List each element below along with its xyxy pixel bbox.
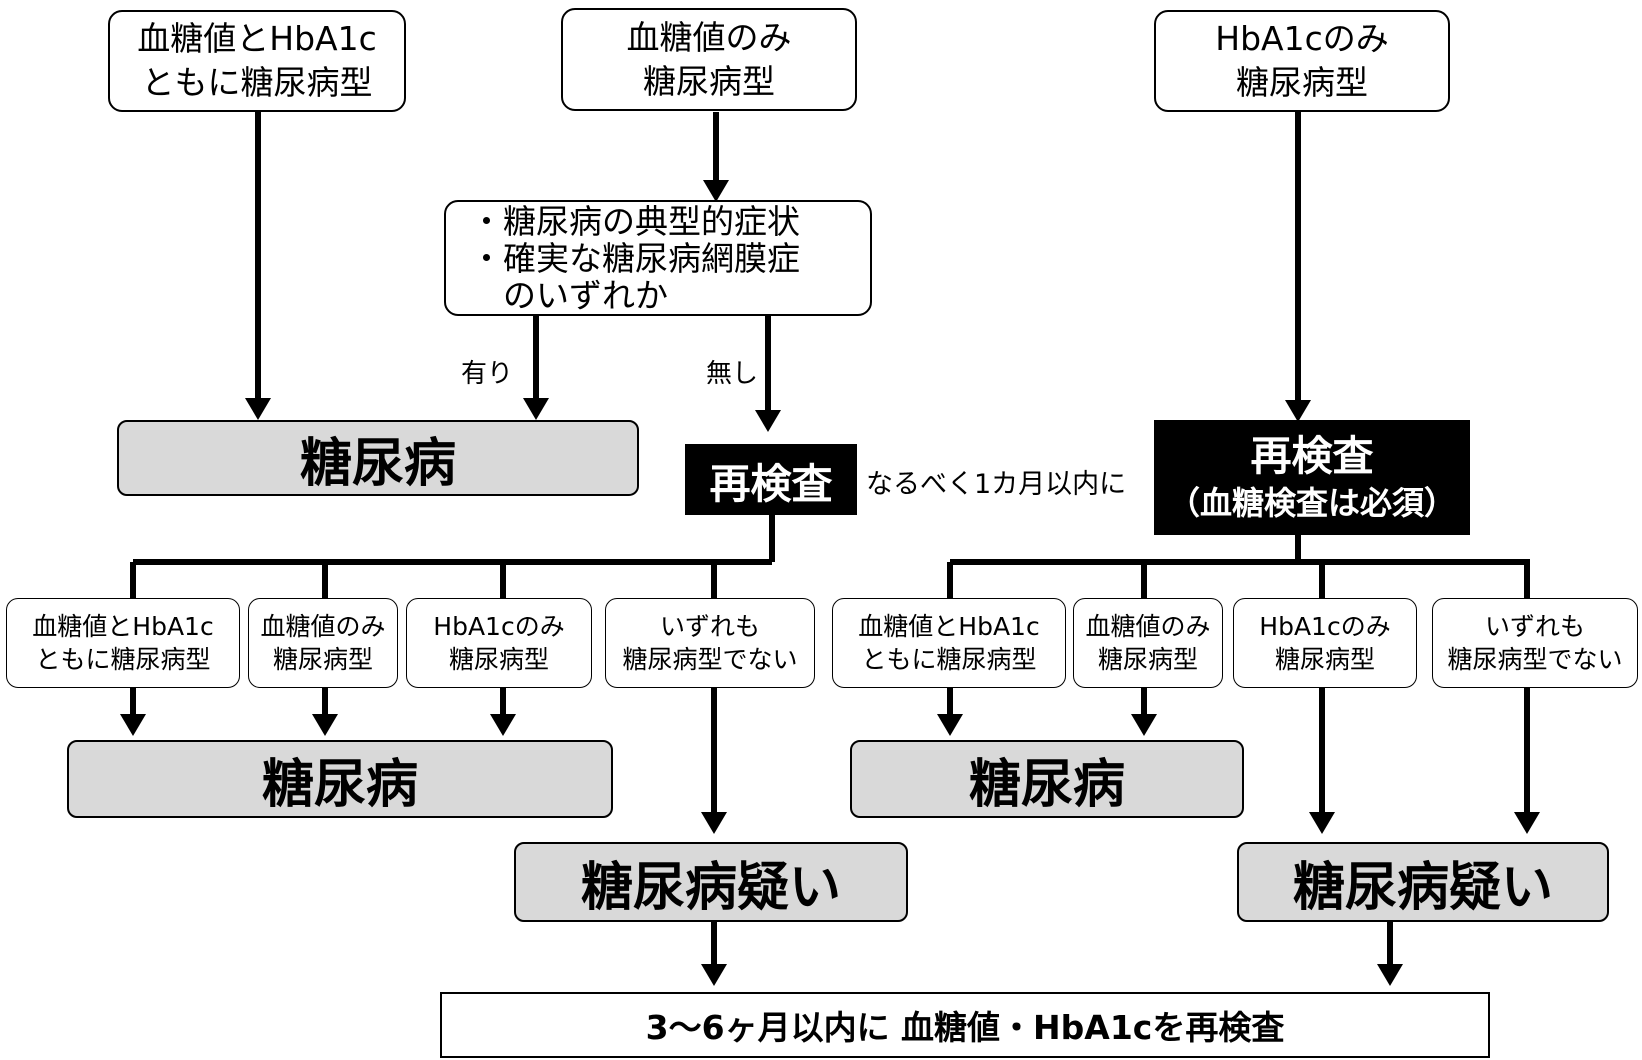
suspected-text-right: 糖尿病疑い: [1292, 857, 1553, 918]
top-both-line1: 血糖値とHbA1c: [137, 19, 377, 58]
left-hba1c-line2: 糖尿病型: [448, 645, 549, 674]
right-hba1c-line1: HbA1cのみ: [1259, 612, 1391, 641]
right-result-neither: いずれも糖尿病型でない: [1432, 598, 1638, 688]
right-neither-line2: 糖尿病型でない: [1447, 645, 1623, 674]
diagnosis-text-1: 糖尿病: [299, 433, 456, 494]
left-both-line2: ともに糖尿病型: [35, 645, 211, 674]
top-hba1c-only-box: HbA1cのみ糖尿病型: [1154, 10, 1450, 112]
retest-box-right: 再検査 （血糖検査は必須）: [1154, 420, 1470, 535]
top-hba1c-line1: HbA1cのみ: [1215, 19, 1389, 58]
top-hba1c-line2: 糖尿病型: [1235, 63, 1368, 102]
left-result-neither: いずれも糖尿病型でない: [605, 598, 815, 688]
left-neither-line1: いずれも: [659, 612, 760, 641]
top-both-line2: ともに糖尿病型: [141, 63, 373, 102]
retest-box-left: 再検査: [685, 444, 857, 515]
right-glucose-line1: 血糖値のみ: [1085, 612, 1211, 641]
right-neither-line1: いずれも: [1484, 612, 1585, 641]
diagnosis-box-2: 糖尿病: [67, 740, 613, 818]
retest-left-text: 再検査: [709, 459, 833, 508]
label-yes: 有り: [461, 359, 514, 389]
arrowheads: [120, 180, 1540, 986]
right-both-line2: ともに糖尿病型: [861, 645, 1037, 674]
top-glucose-only-box: 血糖値のみ糖尿病型: [561, 8, 857, 111]
left-hba1c-line1: HbA1cのみ: [433, 612, 565, 641]
condition-line3: のいずれか: [470, 275, 668, 315]
diagnosis-text-3: 糖尿病: [968, 754, 1125, 815]
condition-line1: ・糖尿病の典型的症状: [470, 201, 800, 241]
diagnosis-box-3: 糖尿病: [850, 740, 1244, 818]
top-both-box: 血糖値とHbA1c ともに糖尿病型: [108, 10, 406, 112]
top-glucose-line1: 血糖値のみ: [626, 17, 792, 57]
right-result-both: 血糖値とHbA1c ともに糖尿病型: [832, 598, 1066, 688]
label-no: 無し: [706, 359, 759, 389]
left-glucose-line2: 糖尿病型: [272, 645, 373, 674]
top-glucose-line2: 糖尿病型: [643, 61, 775, 101]
final-retest-text: 3〜6ヶ月以内に 血糖値・HbA1cを再検査: [645, 1008, 1285, 1047]
label-within-month: なるべく1カ月以内に: [866, 469, 1127, 500]
left-result-hba1c-only: HbA1cのみ糖尿病型: [406, 598, 592, 688]
final-retest-box: 3〜6ヶ月以内に 血糖値・HbA1cを再検査: [440, 992, 1490, 1058]
left-glucose-line1: 血糖値のみ: [260, 612, 386, 641]
diagnosis-text-2: 糖尿病: [261, 754, 418, 815]
suspected-box-left: 糖尿病疑い: [514, 842, 908, 922]
right-both-line1: 血糖値とHbA1c: [858, 612, 1040, 641]
retest-right-title: 再検査: [1250, 431, 1374, 480]
suspected-text-left: 糖尿病疑い: [580, 857, 841, 918]
right-result-glucose-only: 血糖値のみ糖尿病型: [1073, 598, 1223, 688]
right-hba1c-line2: 糖尿病型: [1274, 645, 1375, 674]
suspected-box-right: 糖尿病疑い: [1237, 842, 1609, 922]
retest-right-sub: （血糖検査は必須）: [1167, 483, 1456, 522]
right-glucose-line2: 糖尿病型: [1097, 645, 1198, 674]
condition-line2: ・確実な糖尿病網膜症: [470, 238, 800, 278]
left-result-glucose-only: 血糖値のみ糖尿病型: [248, 598, 398, 688]
left-both-line1: 血糖値とHbA1c: [32, 612, 214, 641]
left-neither-line2: 糖尿病型でない: [622, 645, 798, 674]
right-result-hba1c-only: HbA1cのみ糖尿病型: [1233, 598, 1417, 688]
diagnosis-box-1: 糖尿病: [117, 420, 639, 496]
left-result-both: 血糖値とHbA1c ともに糖尿病型: [6, 598, 240, 688]
condition-box: ・糖尿病の典型的症状・確実な糖尿病網膜症 のいずれか: [444, 200, 872, 316]
